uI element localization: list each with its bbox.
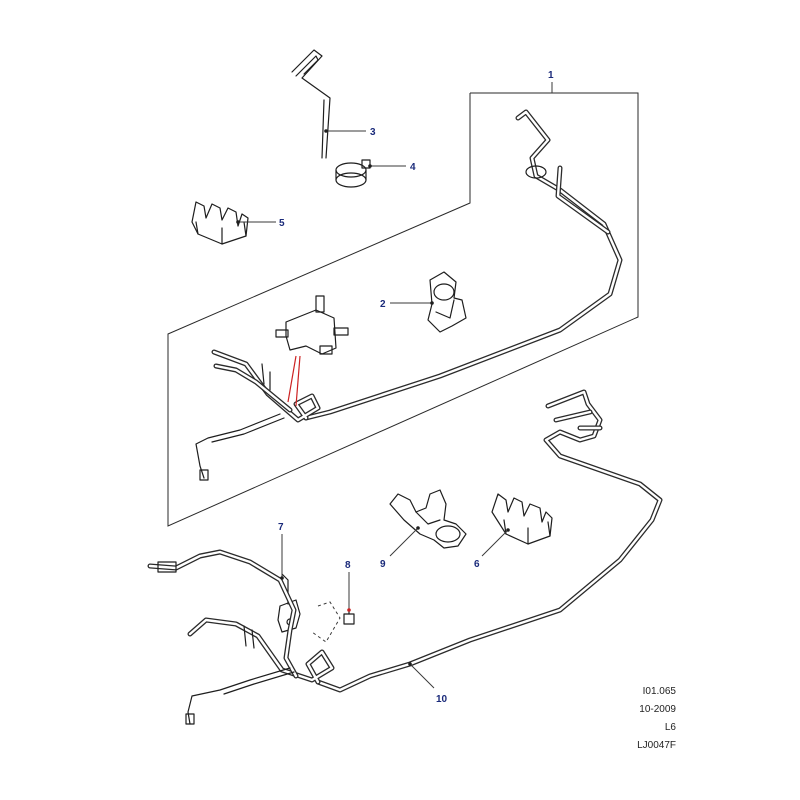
callout-7: 7: [278, 522, 284, 533]
footer-date: 10-2009: [639, 704, 676, 715]
callout-2: 2: [380, 299, 386, 310]
highlight-arrows: [287, 355, 301, 407]
part-4-clamp: [335, 159, 371, 188]
callout-10: 10: [436, 694, 448, 705]
callout-6: 6: [474, 559, 480, 570]
part-5-clip: [191, 201, 249, 245]
assembly-frame: [167, 92, 639, 527]
part-8-bolt: [311, 601, 355, 643]
footer-part-code: LJ0047F: [637, 740, 676, 751]
callout-3: 3: [370, 127, 376, 138]
part-10-pipe-assembly: [147, 389, 663, 725]
footer-model: L6: [664, 722, 676, 733]
callout-9: 9: [380, 559, 386, 570]
part-3-rod: [291, 49, 331, 159]
callout-8: 8: [345, 560, 351, 571]
footer-ref-code: I01.065: [642, 686, 676, 697]
callout-5: 5: [279, 218, 285, 229]
part-2-clip: [427, 271, 467, 333]
part-6-clip: [491, 493, 553, 545]
part-9-clip: [389, 489, 467, 549]
part-connector-block: [275, 295, 349, 355]
callout-1: 1: [548, 70, 554, 81]
part-1-pipe-assembly: [195, 109, 623, 481]
leader-lines: [236, 82, 553, 689]
callout-4: 4: [410, 162, 416, 173]
